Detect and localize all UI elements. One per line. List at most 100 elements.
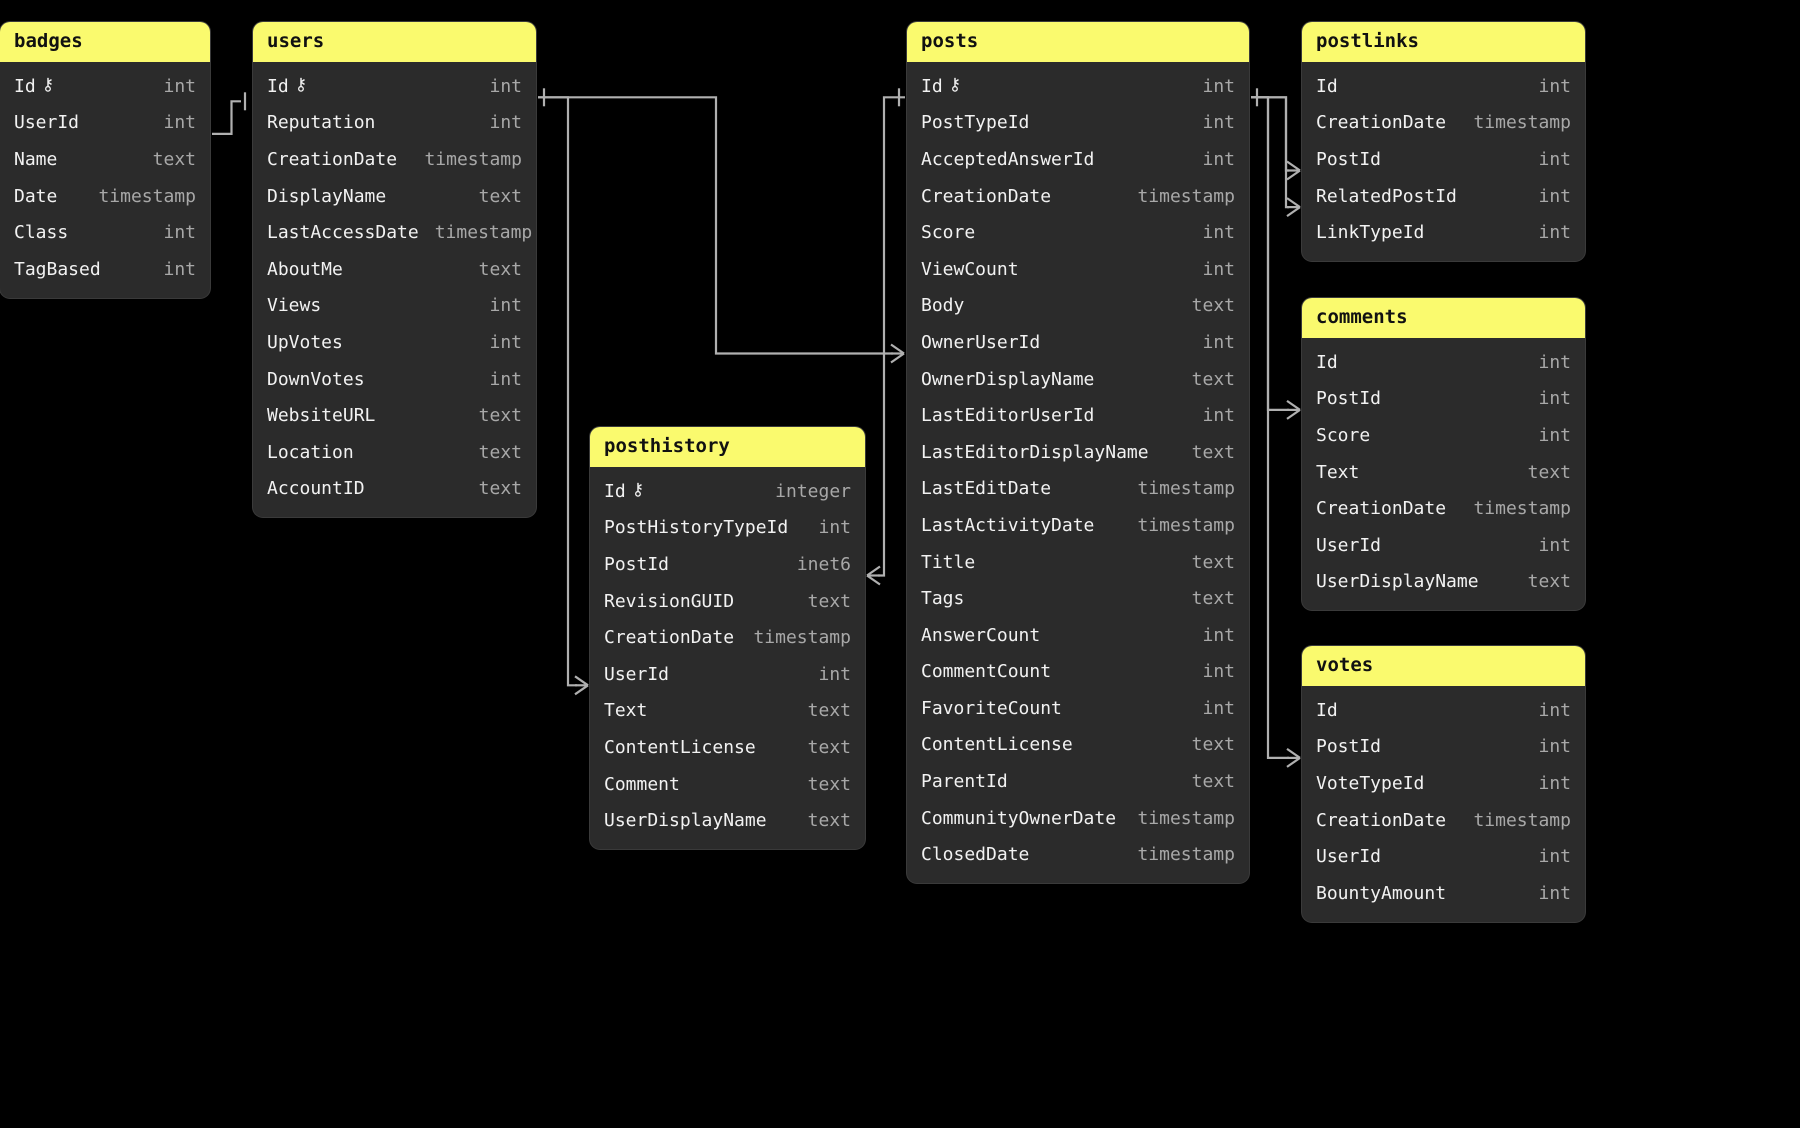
field-row[interactable]: Id⚷integer <box>590 473 865 510</box>
field-name-label: Id <box>1316 75 1338 97</box>
field-name-label: CreationDate <box>1316 498 1447 520</box>
field-name: Location <box>267 442 354 463</box>
field-row[interactable]: Id⚷int <box>253 68 536 105</box>
field-name-label: Title <box>921 551 976 573</box>
field-name-label: AboutMe <box>267 258 343 280</box>
field-name-label: Id <box>604 480 626 502</box>
field-row[interactable]: Id⚷int <box>0 68 210 105</box>
field-type: timestamp <box>1137 185 1235 207</box>
field-type: int <box>1538 699 1571 721</box>
field-type: text <box>807 736 851 758</box>
field-name-label: VoteTypeId <box>1316 772 1425 794</box>
field-type: timestamp <box>434 222 533 244</box>
field-name-label: AcceptedAnswerId <box>921 148 1095 170</box>
field-name-label: Id <box>1316 351 1338 373</box>
field-type: text <box>1527 571 1571 593</box>
field-type: int <box>1202 258 1235 280</box>
field-name: Views <box>267 295 321 316</box>
field-type: text <box>152 148 196 170</box>
field-name: Id <box>1316 352 1338 373</box>
field-row[interactable]: Id⚷int <box>907 68 1249 105</box>
field-name: Text <box>604 700 647 721</box>
field-type: text <box>1191 771 1235 793</box>
field-row[interactable]: CreationDate timestamp <box>907 178 1249 215</box>
field-name-label: CreationDate <box>921 185 1052 207</box>
field-name-label: CreationDate <box>267 148 398 170</box>
field-name-label: RelatedPostId <box>1316 185 1457 207</box>
